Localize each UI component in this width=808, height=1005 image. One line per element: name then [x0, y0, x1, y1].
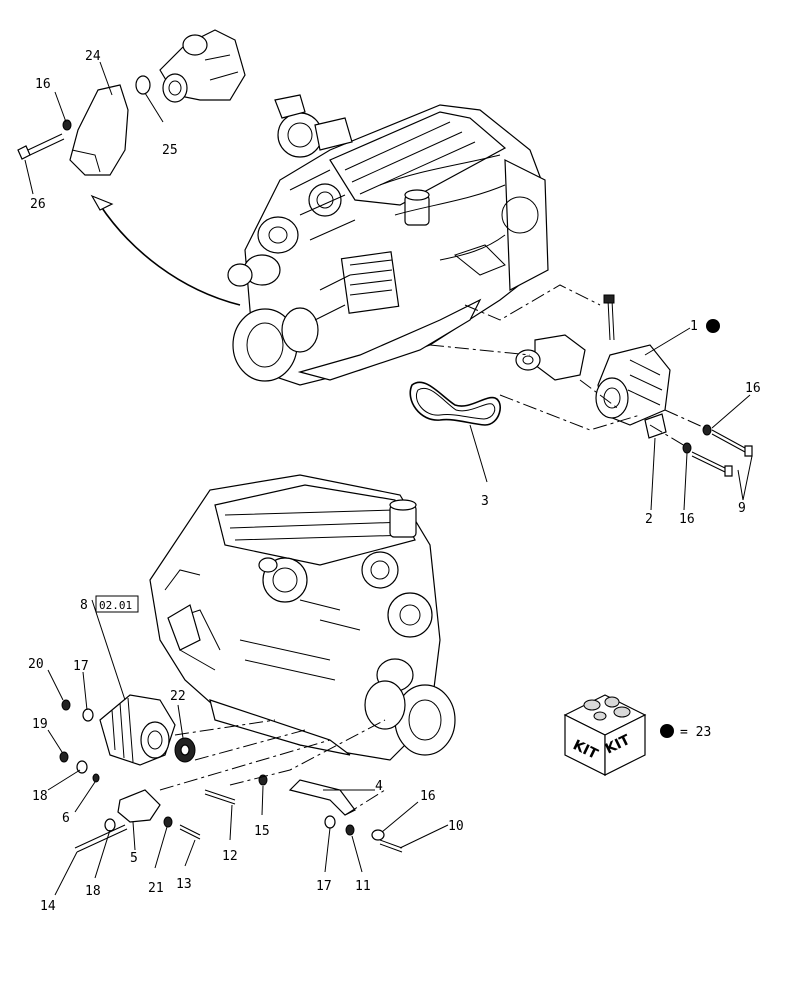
callout-17-alternator: 17 [73, 659, 89, 674]
callout-2: 2 [645, 512, 653, 527]
callout-16-plate: 16 [679, 512, 695, 527]
assembly-lines-top [429, 284, 706, 447]
leader-lines [24, 61, 753, 896]
kit-legend-text: = 23 [680, 725, 711, 740]
callout-16-thermostat: 16 [35, 77, 51, 92]
reference-02-01: 02.01 [99, 599, 132, 612]
callout-18-upper: 18 [32, 789, 48, 804]
callout-22: 22 [170, 689, 186, 704]
kit-box-icon: KIT KIT [563, 694, 647, 776]
callout-24: 24 [85, 49, 101, 64]
callout-20: 20 [28, 657, 44, 672]
callout-5: 5 [130, 851, 138, 866]
engine-top [227, 94, 549, 386]
callout-15: 15 [254, 824, 270, 839]
callout-11: 11 [355, 879, 371, 894]
thermostat-housing-group [17, 29, 246, 176]
callout-9: 9 [738, 501, 746, 516]
callout-8: 8 [80, 598, 88, 613]
callout-13: 13 [176, 877, 192, 892]
reference-box [95, 595, 139, 613]
callout-6: 6 [62, 811, 70, 826]
pointer-arrow [99, 204, 241, 306]
engine-bottom [149, 474, 456, 761]
kit-dot-icon [660, 724, 674, 738]
callout-19: 19 [32, 717, 48, 732]
callout-25: 25 [162, 143, 178, 158]
callout-labels: 24 16 25 26 1 16 3 2 16 9 8 02.01 20 17 … [28, 49, 761, 914]
callout-26: 26 [30, 197, 46, 212]
callout-18-lower: 18 [85, 884, 101, 899]
callout-16-bracket: 16 [420, 789, 436, 804]
callout-21: 21 [148, 881, 164, 896]
callout-14: 14 [40, 899, 56, 914]
assembly-lines-bottom [159, 719, 386, 816]
callout-1: 1 [690, 319, 698, 334]
drive-belt [409, 381, 501, 426]
alternator-group [59, 694, 403, 853]
callout-4: 4 [375, 779, 383, 794]
kit-legend: KIT KIT = 23 [563, 694, 711, 776]
callout-12: 12 [222, 849, 238, 864]
callout-16-compressor: 16 [745, 381, 761, 396]
kit-marker-dot-icon [706, 319, 720, 333]
compressor-group [409, 294, 753, 477]
callout-3: 3 [481, 494, 489, 509]
callout-17-bracket: 17 [316, 879, 332, 894]
pointer-arrow-head [90, 194, 114, 211]
callout-10: 10 [448, 819, 464, 834]
